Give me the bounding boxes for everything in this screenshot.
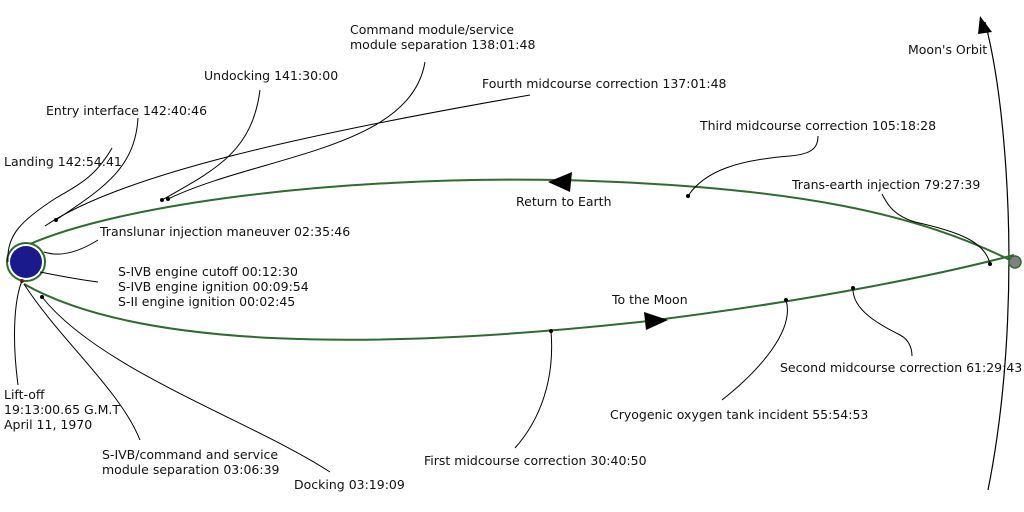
- label-docking: Docking 03:19:09: [294, 477, 405, 492]
- label-moons-orbit: Moon's Orbit: [908, 42, 987, 57]
- moon: [1008, 255, 1022, 269]
- label-second-midcourse: Second midcourse correction 61:29:43: [780, 360, 1022, 375]
- earth: [10, 246, 42, 278]
- label-return-to-earth: Return to Earth: [516, 194, 612, 209]
- leader-third-midcourse: [687, 135, 819, 197]
- leader-translunar: [43, 239, 99, 255]
- leader-entry-interface: [55, 117, 139, 221]
- leader-sivb-csm-separation: [23, 283, 141, 441]
- leader-sivb-engines: [39, 271, 99, 283]
- label-first-midcourse: First midcourse correction 30:40:50: [424, 453, 647, 468]
- return-direction-arrow: [548, 172, 572, 192]
- leader-first-midcourse: [514, 330, 553, 449]
- label-undocking: Undocking 141:30:00: [204, 68, 338, 83]
- moons-orbit-path: [984, 21, 1010, 491]
- label-sivb-engine-cutoff: S-IVB engine cutoff 00:12:30: [118, 264, 298, 279]
- leader-cm-separation: [167, 61, 426, 200]
- outbound-direction-arrow: [644, 312, 668, 330]
- leader-docking: [41, 296, 331, 473]
- leader-trans-earth: [881, 193, 991, 265]
- label-sivb-engine-ignition: S-IVB engine ignition 00:09:54: [118, 279, 309, 294]
- leader-cryogenic: [721, 299, 788, 401]
- label-sii-engine-ignition: S-II engine ignition 00:02:45: [118, 294, 295, 309]
- label-third-midcourse: Third midcourse correction 105:18:28: [699, 118, 936, 133]
- label-trans-earth-injection: Trans-earth injection 79:27:39: [791, 177, 980, 192]
- label-fourth-midcourse: Fourth midcourse correction 137:01:48: [482, 76, 727, 91]
- label-translunar-injection: Translunar injection maneuver 02:35:46: [99, 224, 350, 239]
- label-to-the-moon: To the Moon: [611, 292, 688, 307]
- label-command-module-separation: Command module/service module separation…: [350, 22, 535, 52]
- leader-landing: [7, 147, 113, 263]
- moons-orbit-arrow: [978, 16, 992, 34]
- earth-ring: [6, 242, 46, 282]
- label-cryogenic-incident: Cryogenic oxygen tank incident 55:54:53: [610, 407, 868, 422]
- leader-liftoff: [14, 280, 23, 386]
- label-entry-interface: Entry interface 142:40:46: [46, 103, 207, 118]
- label-sivb-csm-separation: S-IVB/command and service module separat…: [102, 447, 282, 477]
- leader-second-midcourse: [852, 287, 913, 357]
- leader-fourth-midcourse: [44, 94, 531, 227]
- label-liftoff: Lift-off 19:13:00.65 G.M.T April 11, 197…: [4, 387, 124, 432]
- trajectory-outbound: [23, 254, 1015, 341]
- label-landing: Landing 142:54:41: [4, 154, 122, 169]
